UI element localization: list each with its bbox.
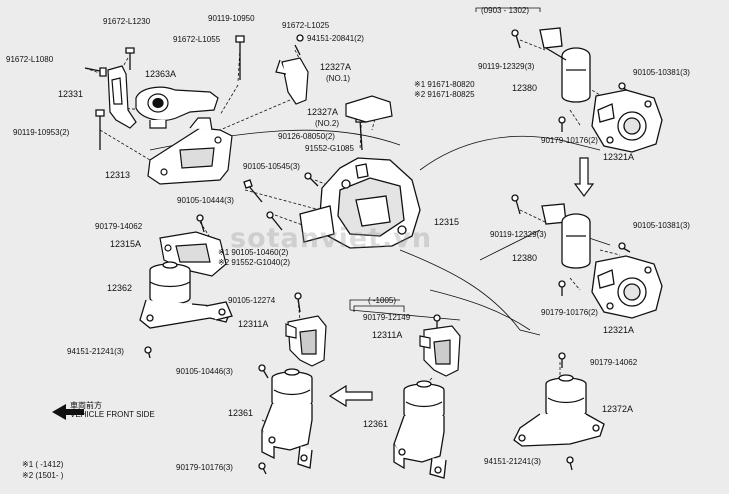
- part-label[interactable]: 94151-20841(2): [307, 34, 364, 43]
- part-label[interactable]: 12361: [228, 408, 254, 418]
- part-label[interactable]: 90105-10381(3): [633, 221, 690, 230]
- part-label[interactable]: 12321A: [603, 152, 635, 162]
- part-12313-bracket: [147, 117, 233, 185]
- part-12331-bracket: [107, 65, 137, 129]
- part-12321A-top: [591, 89, 663, 153]
- part-label[interactable]: 12313: [105, 170, 131, 180]
- part-12327A-no2: [345, 95, 393, 123]
- part-label[interactable]: ※2 91671-80825: [414, 90, 475, 99]
- part-12380-top: [539, 27, 591, 103]
- part-label[interactable]: 12311A: [372, 330, 403, 340]
- part-label[interactable]: 12361: [363, 419, 389, 429]
- part-label[interactable]: 90105-10446(3): [176, 367, 233, 376]
- part-label[interactable]: ※2 91552-G1040(2): [218, 258, 291, 267]
- part-label[interactable]: 90179-12149: [363, 313, 411, 322]
- footnote-2: ※2 (1501- ): [22, 471, 64, 480]
- part-label[interactable]: 91552-G1085: [305, 144, 354, 153]
- part-12311A-left: [285, 315, 327, 367]
- part-label[interactable]: 91672-L1230: [103, 17, 151, 26]
- part-12321A-bottom: [591, 255, 663, 319]
- part-label[interactable]: 12372A: [602, 404, 634, 414]
- part-12380-bottom: [541, 203, 591, 269]
- date-range-bracket: [353, 7, 541, 312]
- part-label[interactable]: 91672-L1055: [173, 35, 221, 44]
- part-label[interactable]: 90179-14062: [95, 222, 143, 231]
- part-label[interactable]: 12362: [107, 283, 133, 293]
- part-label-note: (NO.1): [326, 74, 350, 83]
- part-label[interactable]: 90105-12274: [228, 296, 276, 305]
- part-label[interactable]: 12311A: [238, 319, 269, 329]
- part-label-note: (0903 - 1302): [481, 6, 530, 15]
- part-label[interactable]: 90105-10545(3): [243, 162, 300, 171]
- part-label[interactable]: 90119-12329(3): [478, 62, 535, 71]
- arrow-down: [573, 157, 595, 197]
- part-label[interactable]: ※1 91671-80820: [414, 80, 475, 89]
- part-label-note: ( -1005): [368, 296, 397, 305]
- part-label-note: (NO.2): [315, 119, 339, 128]
- part-12311A-right: [419, 325, 461, 377]
- part-12361-left: [261, 368, 313, 469]
- part-12363A-insulator: [135, 86, 219, 129]
- part-label[interactable]: 90119-12329(3): [490, 230, 547, 239]
- part-label[interactable]: 12315: [434, 217, 460, 227]
- part-label[interactable]: 12363A: [145, 69, 177, 79]
- reference-lines: [149, 129, 611, 336]
- part-12327A-no1: [275, 57, 309, 105]
- part-label[interactable]: 12331: [58, 89, 84, 99]
- arrow-left-outline: [328, 384, 373, 408]
- part-12361-right: [393, 380, 447, 479]
- part-12362-mount: [139, 261, 233, 329]
- part-label[interactable]: 91672-L1025: [282, 21, 330, 30]
- watermark: sotanviet.vn: [230, 223, 433, 254]
- vehicle-front-en: VEHICLE FRONT SIDE: [70, 410, 155, 419]
- part-label[interactable]: 91672-L1080: [6, 55, 54, 64]
- part-label[interactable]: 12380: [512, 253, 538, 263]
- vehicle-front-arrow: [52, 404, 84, 420]
- part-label[interactable]: 94151-21241(3): [484, 457, 541, 466]
- part-label[interactable]: 90119-10953(2): [13, 128, 70, 137]
- part-label[interactable]: 12380: [512, 83, 538, 93]
- part-label[interactable]: 90179-10176(3): [176, 463, 233, 472]
- part-label[interactable]: 12327A: [307, 107, 339, 117]
- part-12315-bracket: [299, 157, 421, 249]
- part-label[interactable]: 12327A: [320, 62, 352, 72]
- part-label[interactable]: 90105-10381(3): [633, 68, 690, 77]
- bolts: [84, 29, 631, 475]
- part-label[interactable]: 90179-14062: [590, 358, 638, 367]
- part-label[interactable]: 90179-10176(2): [541, 308, 598, 317]
- part-label[interactable]: 12315A: [110, 239, 142, 249]
- part-label[interactable]: 90126-08050(2): [278, 132, 335, 141]
- part-label[interactable]: 90119-10950: [208, 14, 255, 23]
- part-label[interactable]: ※1 90105-10460(2): [218, 248, 289, 257]
- footnote-1: ※1 ( -1412): [22, 460, 64, 469]
- vehicle-front-jp: 車両前方: [70, 401, 102, 410]
- part-label[interactable]: 94151-21241(3): [67, 347, 124, 356]
- part-label[interactable]: 90179-10176(2): [541, 136, 598, 145]
- part-12372A-mount: [513, 374, 605, 447]
- part-label[interactable]: 12321A: [603, 325, 635, 335]
- vehicle-front-label: 車両前方 VEHICLE FRONT SIDE: [70, 401, 155, 419]
- part-label[interactable]: 90105-10444(3): [177, 196, 234, 205]
